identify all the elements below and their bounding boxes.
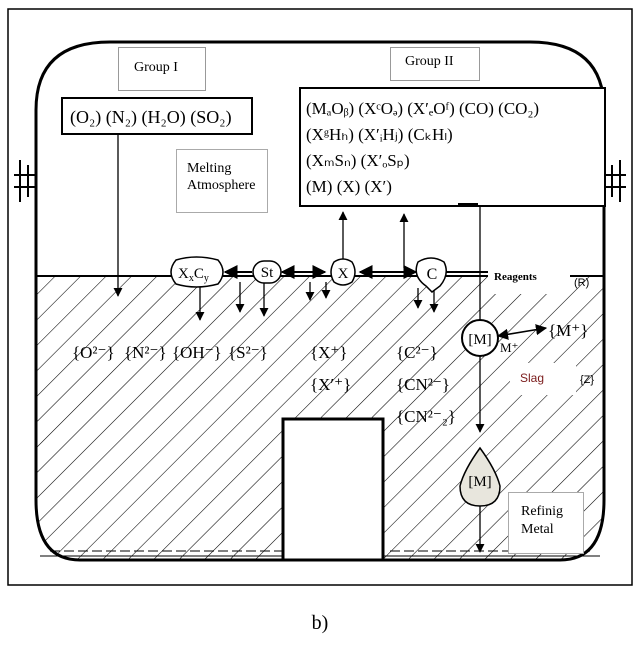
right-flange (604, 160, 626, 202)
ion-s: {S²⁻} (228, 343, 268, 362)
group1-gas-box (61, 97, 253, 135)
reagents-code: (R) (574, 277, 590, 289)
reagents-box: Reagents (488, 266, 570, 294)
left-flange (14, 160, 36, 202)
group1-gases: (O₂) (N₂) (H₂O) (SO₂) (70, 107, 232, 128)
ion-n: {N²⁻} (124, 343, 167, 362)
reagents-label: Reagents (494, 271, 537, 283)
node-xc-shape (170, 256, 224, 288)
arrow-m-mplus (496, 324, 548, 340)
node-c-label: C (427, 266, 438, 283)
node-mplus-label: {M⁺} (548, 321, 588, 340)
ion-oh: {OH⁻} (172, 343, 222, 362)
group2-line2: (XᵍHₕ) (X′ᵢHⱼ) (CₖHₗ) (306, 125, 453, 144)
node-m-label: [M] (468, 332, 491, 348)
slag-code: {Z} (580, 374, 595, 386)
node-mplus-small: M⁺ (500, 340, 518, 355)
figure-frame (7, 8, 633, 586)
node-st-label: St (261, 265, 274, 281)
figure-caption: b) (311, 612, 329, 634)
group2-line1: (MₐOᵦ) (XᶜOₔ) (X′ₑOᶠ) (CO) (CO₂) (306, 99, 539, 118)
ion-o: {O²⁻} (72, 343, 115, 362)
refining-metal-label: Refinig Metal (521, 504, 563, 537)
metal-droplet (459, 446, 501, 507)
melting-atmosphere-label: Melting Atmosphere (187, 161, 256, 193)
node-x-label: X (338, 266, 349, 282)
group1-label-box: Group I (118, 47, 206, 91)
node-c-shape (415, 257, 447, 293)
slag-box: Slag (510, 363, 576, 395)
melting-atmosphere-box: Melting Atmosphere (176, 149, 268, 213)
node-m-circle (461, 319, 499, 357)
group2-line3: (XₘSₙ) (X′ₒSₚ) (306, 151, 410, 170)
node-xc-label: XxCy (178, 266, 209, 284)
ion-c2: {C²⁻} (396, 343, 438, 362)
node-x-shape (330, 258, 356, 286)
group1-title: Group I (134, 60, 178, 75)
group2-line4: (M) (X) (X′) (306, 177, 392, 196)
group2-gas-box (299, 87, 606, 207)
ion-cn2: {CN²⁻₂} (396, 407, 456, 426)
ion-xprimeplus: {X′⁺} (310, 375, 351, 394)
node-st-shape (252, 260, 282, 284)
ion-cn: {CN²⁻} (396, 375, 450, 394)
group2-title: Group II (405, 54, 454, 69)
slag-label: Slag (520, 371, 545, 385)
group2-label-box: Group II (390, 47, 480, 81)
refining-metal-box: Refinig Metal (508, 492, 584, 554)
central-pillar (281, 417, 385, 562)
ion-xplus: {X⁺} (310, 343, 348, 362)
drop-m-label: [M] (468, 474, 491, 490)
